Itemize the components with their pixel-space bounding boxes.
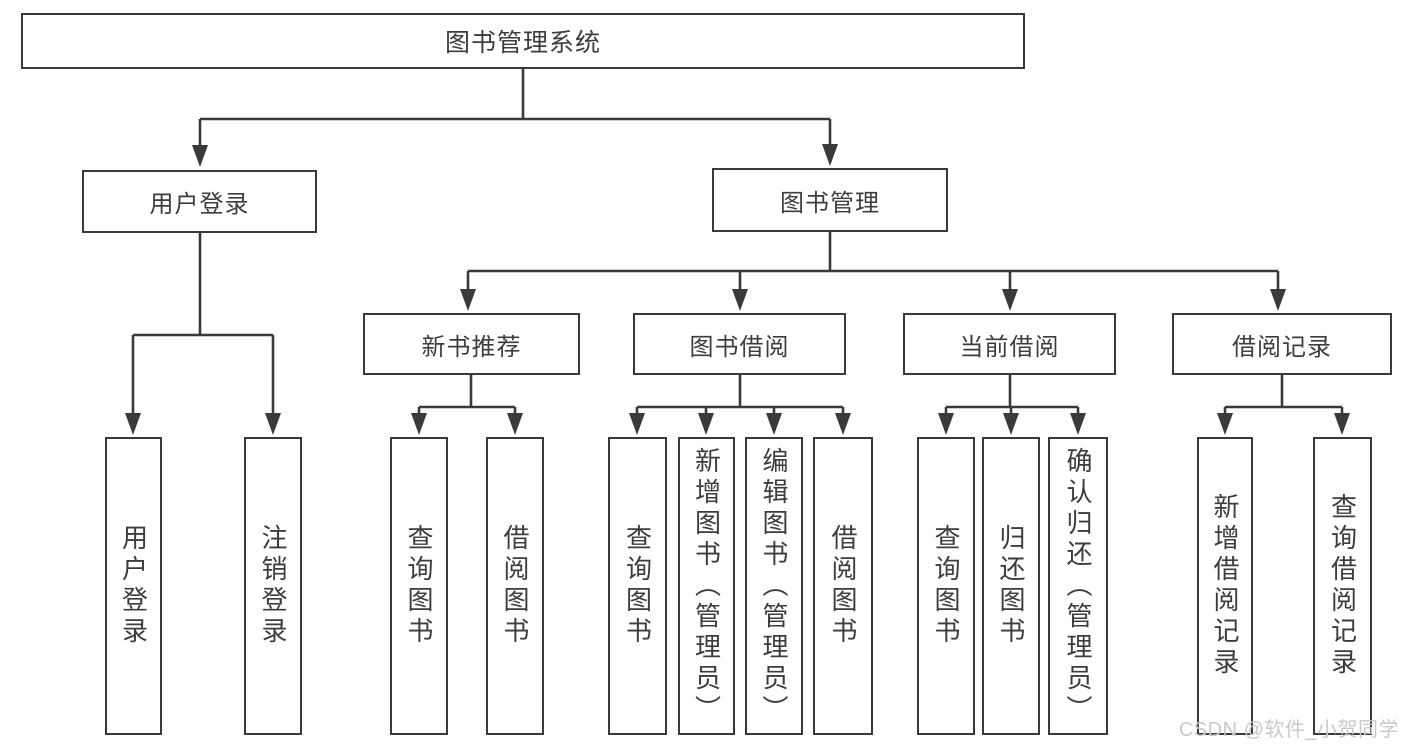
leaf-newbooks-query: 查询图书 (390, 437, 448, 735)
leaf-current-confirm-return: 确认归还（管理员） (1048, 437, 1108, 735)
node-current-borrow-label: 当前借阅 (959, 333, 1060, 361)
connector-newbooks-to-leaves (411, 375, 523, 435)
leaf-current-return: 归还图书 (982, 437, 1040, 735)
leaf-borrow-borrow-book: 借阅图书 (813, 437, 873, 735)
node-root: 图书管理系统 (21, 13, 1025, 69)
leaf-current-return-label: 归还图书 (996, 524, 1026, 648)
connector-login-to-leaves (125, 233, 281, 435)
leaf-records-add: 新增借阅记录 (1197, 437, 1253, 735)
connector-current-to-leaves (938, 375, 1086, 435)
csdn-watermark: CSDN @软件_小贺同学 (1178, 719, 1399, 741)
leaf-user-login-label: 用户登录 (118, 524, 149, 648)
node-current-borrow: 当前借阅 (903, 313, 1116, 375)
leaf-logout-label: 注销登录 (258, 524, 288, 648)
leaf-records-add-label: 新增借阅记录 (1210, 493, 1240, 679)
leaf-borrow-borrow-book-label: 借阅图书 (828, 524, 858, 648)
node-user-login: 用户登录 (82, 170, 317, 233)
leaf-user-login: 用户登录 (105, 437, 162, 735)
connector-root-to-branches (192, 69, 838, 167)
leaf-current-confirm-return-label: 确认归还（管理员） (1063, 446, 1093, 726)
node-book-borrow: 图书借阅 (633, 313, 846, 375)
node-book-management: 图书管理 (712, 168, 948, 232)
connector-borrow-to-leaves (629, 375, 851, 435)
leaf-newbooks-borrow-label: 借阅图书 (500, 524, 530, 648)
node-book-borrow-label: 图书借阅 (689, 333, 790, 361)
leaf-current-query-label: 查询图书 (931, 524, 961, 648)
node-borrow-records-label: 借阅记录 (1232, 333, 1332, 361)
node-book-management-label: 图书管理 (780, 189, 880, 217)
node-new-book-recommend: 新书推荐 (363, 313, 580, 375)
leaf-borrow-query-label: 查询图书 (622, 524, 653, 648)
node-root-label: 图书管理系统 (444, 29, 601, 57)
node-borrow-records: 借阅记录 (1172, 313, 1392, 375)
node-user-login-label: 用户登录 (149, 191, 250, 218)
leaf-records-query: 查询借阅记录 (1313, 437, 1372, 735)
leaf-borrow-edit-book-label: 编辑图书（管理员） (759, 446, 789, 726)
leaf-newbooks-borrow: 借阅图书 (486, 437, 544, 735)
leaf-borrow-add-book-label: 新增图书（管理员） (691, 446, 722, 726)
leaf-records-query-label: 查询借阅记录 (1327, 493, 1358, 679)
node-new-book-recommend-label: 新书推荐 (421, 333, 522, 361)
leaf-borrow-query: 查询图书 (608, 437, 667, 735)
leaf-borrow-edit-book: 编辑图书（管理员） (745, 437, 803, 735)
leaf-logout: 注销登录 (244, 437, 302, 735)
leaf-borrow-add-book: 新增图书（管理员） (678, 437, 735, 735)
connector-mgmt-to-modules (460, 232, 1286, 311)
leaf-newbooks-query-label: 查询图书 (404, 524, 434, 648)
leaf-current-query: 查询图书 (917, 437, 975, 735)
connector-records-to-leaves (1217, 375, 1350, 435)
